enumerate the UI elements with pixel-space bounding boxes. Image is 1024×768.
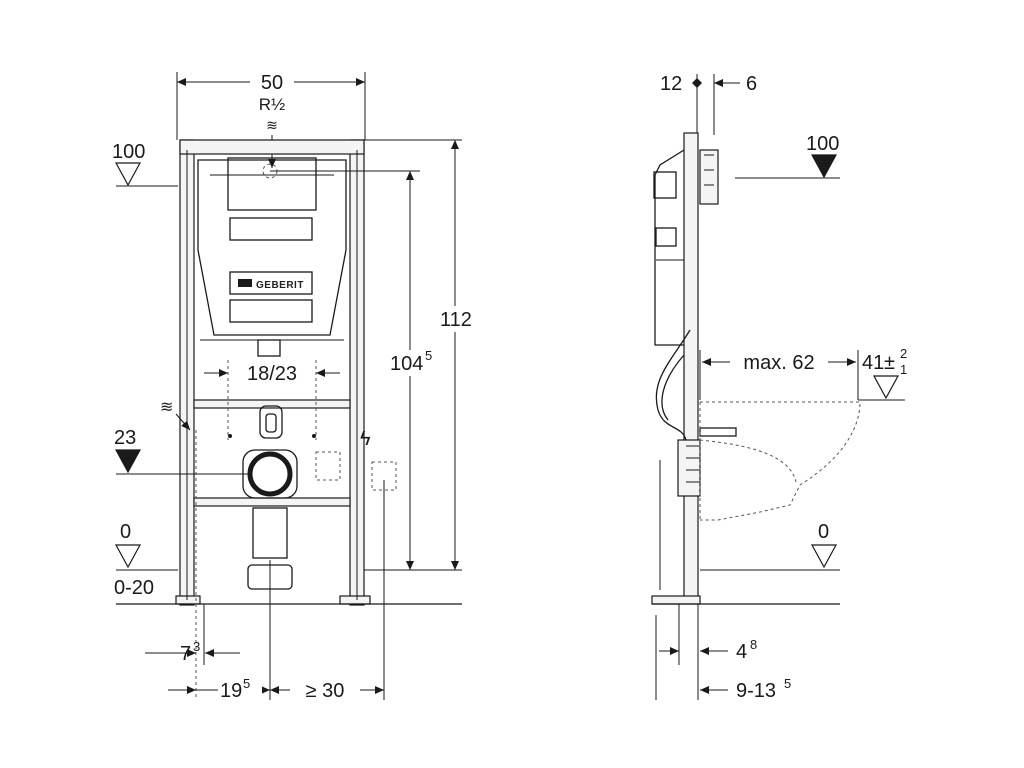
max-projection-label: max. 62 bbox=[743, 352, 814, 374]
depth-range-label: 9-13 bbox=[736, 680, 776, 702]
level-23-label: 23 bbox=[114, 427, 136, 449]
level-0-label: 0 bbox=[120, 521, 131, 543]
width-dimension: 50 R½ ≋ bbox=[176, 70, 366, 168]
depth-range-sup: 5 bbox=[784, 676, 791, 691]
frame-rails bbox=[175, 139, 371, 606]
width-label: 50 bbox=[261, 72, 283, 94]
total-height-label: 112 bbox=[440, 309, 472, 331]
side-frame bbox=[651, 132, 737, 605]
toilet-outline bbox=[699, 401, 861, 521]
side-level-0-icon bbox=[810, 544, 838, 569]
water-inlet-icon: ≋ bbox=[160, 399, 173, 416]
water-symbol-icon: ≋ bbox=[266, 117, 278, 133]
flush-spacing-label: 18/23 bbox=[247, 363, 297, 385]
flush-height-sup: 5 bbox=[425, 348, 432, 363]
bottom-dimensions: 7 3 19 5 ≥ 30 bbox=[145, 430, 385, 702]
symbols-front: ≋ ϟ bbox=[160, 399, 371, 450]
seat-height-upper: 2 bbox=[900, 346, 907, 361]
side-level-100-icon bbox=[810, 154, 838, 179]
depth-4-label: 4 bbox=[736, 641, 747, 663]
side-level-100-label: 100 bbox=[806, 133, 839, 155]
depth-12-label: 12 bbox=[660, 73, 682, 95]
seat-height-pm: ± bbox=[884, 352, 895, 374]
front-view: 50 R½ ≋ GEBERIT bbox=[112, 70, 478, 702]
top-depth-dimension: 12 6 bbox=[660, 73, 757, 135]
flush-spacing-dimension: 18/23 bbox=[204, 360, 340, 440]
min-distance-label: ≥ 30 bbox=[306, 680, 345, 702]
floor-range-label: 0-20 bbox=[114, 577, 154, 599]
level-0-side: 0 bbox=[652, 521, 840, 605]
brand-logo-text: GEBERIT bbox=[256, 280, 304, 291]
seat-height-lower: 1 bbox=[900, 362, 907, 377]
side-level-0-label: 0 bbox=[818, 521, 829, 543]
level-0-icon bbox=[114, 544, 142, 569]
level-100-icon bbox=[114, 162, 142, 187]
side-view: 12 6 bbox=[651, 73, 907, 702]
electric-icon: ϟ bbox=[360, 428, 371, 450]
level-100-side: 100 bbox=[735, 133, 840, 179]
cistern: GEBERIT bbox=[197, 157, 420, 357]
depth-6-label: 6 bbox=[746, 73, 757, 95]
offset-7-sup: 3 bbox=[193, 639, 200, 654]
offset-19-label: 19 bbox=[220, 680, 242, 702]
offset-7-label: 7 bbox=[180, 643, 191, 665]
level-23-icon bbox=[114, 449, 142, 474]
level-100-label: 100 bbox=[112, 141, 145, 163]
bottom-depth-dimensions: 4 8 9-13 5 bbox=[655, 604, 791, 702]
offset-19-sup: 5 bbox=[243, 676, 250, 691]
level-markers-front: 100 23 0 0-20 bbox=[112, 141, 462, 605]
thread-label: R½ bbox=[259, 95, 285, 114]
height-dimensions: 112 104 5 bbox=[364, 139, 478, 571]
flush-height-label: 104 bbox=[390, 353, 423, 375]
seat-level-icon bbox=[872, 375, 900, 400]
projection-dimension: max. 62 41 ± 2 1 bbox=[699, 346, 907, 401]
seat-height-label: 41 bbox=[862, 352, 884, 374]
depth-4-sup: 8 bbox=[750, 637, 757, 652]
